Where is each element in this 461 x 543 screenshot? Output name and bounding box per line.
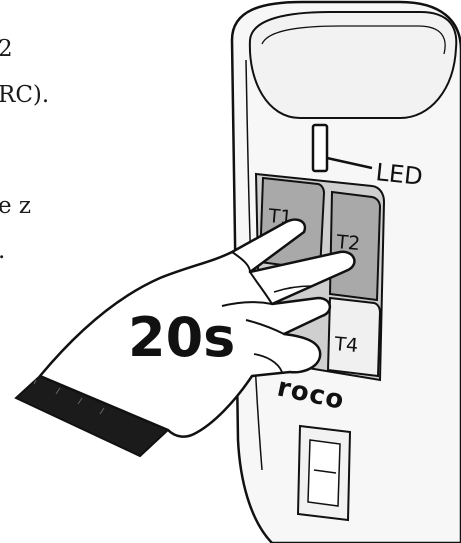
button-t4-label: T4 [333, 333, 360, 357]
connector-slot [298, 426, 350, 520]
led-label: LED [374, 158, 424, 191]
hold-time-label: 20s [128, 306, 235, 369]
top-groove [250, 12, 456, 118]
